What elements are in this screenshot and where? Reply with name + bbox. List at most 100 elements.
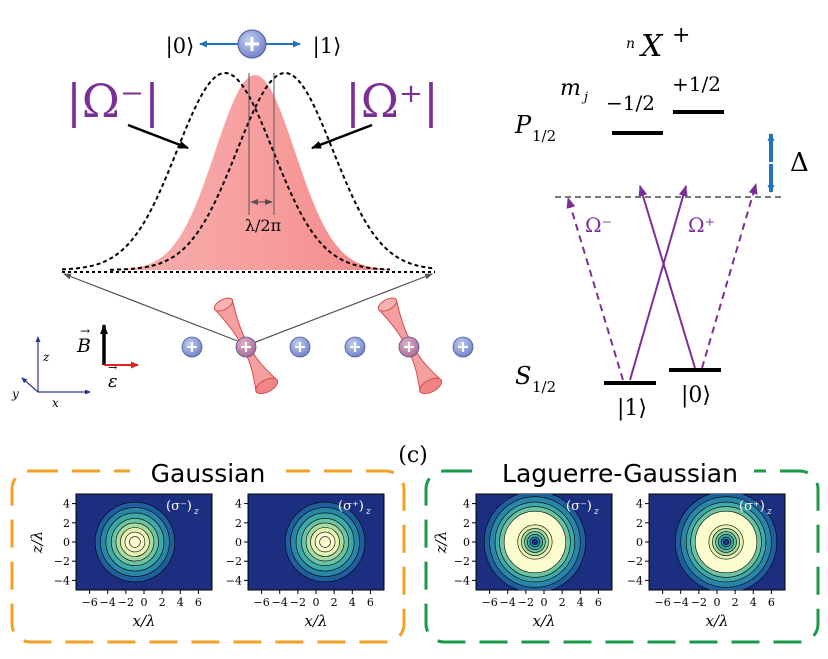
x-tick-label: 4 <box>577 596 584 609</box>
plot-polarization-label: (σ⁻) <box>566 499 592 514</box>
y-tick-label: 0 <box>63 536 70 549</box>
y-tick-label: 4 <box>463 498 470 511</box>
transition-solid-0 <box>638 185 696 369</box>
b-field-label: B <box>76 335 91 357</box>
s-ket1-label: |1⟩ <box>617 396 647 421</box>
x-tick-label: −2 <box>518 596 534 609</box>
beam-profile-diagram: |0⟩ |1⟩ λ/2π |Ω⁻| |Ω⁺| <box>61 29 439 346</box>
x-tick-label: −2 <box>290 596 306 609</box>
plot-polarization-subscript: z <box>766 507 772 517</box>
y-tick-label: 0 <box>636 536 643 549</box>
x-tick-label: −6 <box>654 596 670 609</box>
x-tick-label: 0 <box>141 596 148 609</box>
y-tick-label: −4 <box>454 574 470 587</box>
species-superscript: n <box>626 36 635 52</box>
mj-label: m <box>560 76 581 101</box>
omega-plus-label: |Ω⁺| <box>345 74 438 128</box>
transition-dashed-minus <box>566 197 624 381</box>
omega-minus-label: |Ω⁻| <box>66 74 159 128</box>
mj-minus-label: −1/2 <box>606 91 655 115</box>
plot-polarization-subscript: z <box>365 507 371 517</box>
plot-polarization-label: (σ⁺) <box>338 499 364 514</box>
x-axis-title: x/λ <box>304 612 327 630</box>
x-tick-label: 6 <box>367 596 374 609</box>
lg-group: Laguerre-Gaussian <box>424 458 820 644</box>
transition-dashed-plus <box>701 183 758 369</box>
ion-chain <box>181 297 474 395</box>
x-tick-label: −4 <box>673 596 689 609</box>
y-tick-label: 0 <box>235 536 242 549</box>
ket1-label: |1⟩ <box>313 34 342 59</box>
y-tick-label: −2 <box>54 555 70 568</box>
y-tick-label: 2 <box>463 517 470 530</box>
x-tick-label: 2 <box>331 596 338 609</box>
mj-plus-label: +1/2 <box>672 72 721 96</box>
delta-label: Δ <box>790 148 809 178</box>
y-tick-label: −2 <box>627 555 643 568</box>
omega-plus-pointer <box>311 123 373 150</box>
svg-text:→: → <box>108 361 117 374</box>
p-level-label: P <box>514 111 532 139</box>
sigma-plus-profile <box>110 72 435 271</box>
svg-text:→: → <box>80 324 90 338</box>
y-tick-label: −4 <box>627 574 643 587</box>
y-tick-label: −2 <box>226 555 242 568</box>
y-tick-label: 2 <box>235 517 242 530</box>
x-tick-label: −2 <box>691 596 707 609</box>
x-tick-label: 0 <box>714 596 721 609</box>
ion-icon <box>289 336 311 358</box>
x-tick-label: −4 <box>272 596 288 609</box>
omega-minus-transition-label: Ω⁻ <box>585 213 612 237</box>
plus-icon <box>245 37 259 51</box>
sigma-minus-profile <box>61 72 391 271</box>
ion-icon <box>398 336 420 358</box>
ket0-label: |0⟩ <box>166 34 195 59</box>
x-tick-label: 0 <box>313 596 320 609</box>
ion-row <box>181 336 474 358</box>
focused-beam-profile <box>120 75 390 270</box>
y-axis-title: z/λ <box>432 531 450 554</box>
ion-icon <box>344 336 366 358</box>
plot-polarization-label: (σ⁺) <box>739 499 765 514</box>
x-tick-label: −6 <box>481 596 497 609</box>
x-tick-label: 4 <box>349 596 356 609</box>
species-label: X <box>639 29 664 64</box>
species-charge: + <box>672 23 690 48</box>
x-tick-label: −2 <box>118 596 134 609</box>
gaussian-group: Gaussian <box>10 458 406 644</box>
y-tick-label: −4 <box>54 574 70 587</box>
y-tick-label: −4 <box>226 574 242 587</box>
omega-minus-pointer <box>127 123 189 150</box>
x-axis-title: x/λ <box>705 612 728 630</box>
y-tick-label: 4 <box>636 498 643 511</box>
x-tick-label: −6 <box>81 596 97 609</box>
x-tick-label: 4 <box>750 596 757 609</box>
plot-polarization-subscript: z <box>593 507 599 517</box>
y-tick-label: 4 <box>63 498 70 511</box>
x-tick-label: 4 <box>177 596 184 609</box>
y-axis-label: y <box>11 387 19 401</box>
projection-line-right <box>247 273 433 346</box>
x-tick-label: 0 <box>541 596 548 609</box>
y-tick-label: −2 <box>454 555 470 568</box>
x-tick-label: −6 <box>253 596 269 609</box>
z-axis-label: z <box>42 350 50 364</box>
level-diagram: n X + m j −1/2 +1/2 P 1/2 Δ Ω⁻ Ω⁺ S 1/2 … <box>514 23 809 421</box>
x-tick-label: 2 <box>559 596 566 609</box>
panel-c-label: (c) <box>398 443 428 468</box>
plot-polarization-label: (σ⁻) <box>166 499 192 514</box>
coordinate-axes: z y x <box>11 336 91 410</box>
spacing-label: λ/2π <box>245 216 281 235</box>
projection-line-left <box>63 273 249 346</box>
x-axis-label: x <box>52 396 59 410</box>
gaussian-title: Gaussian <box>151 459 266 488</box>
ion-icon <box>181 336 203 358</box>
plot-polarization-subscript: z <box>193 507 199 517</box>
y-tick-label: 4 <box>235 498 242 511</box>
y-tick-label: 2 <box>636 517 643 530</box>
